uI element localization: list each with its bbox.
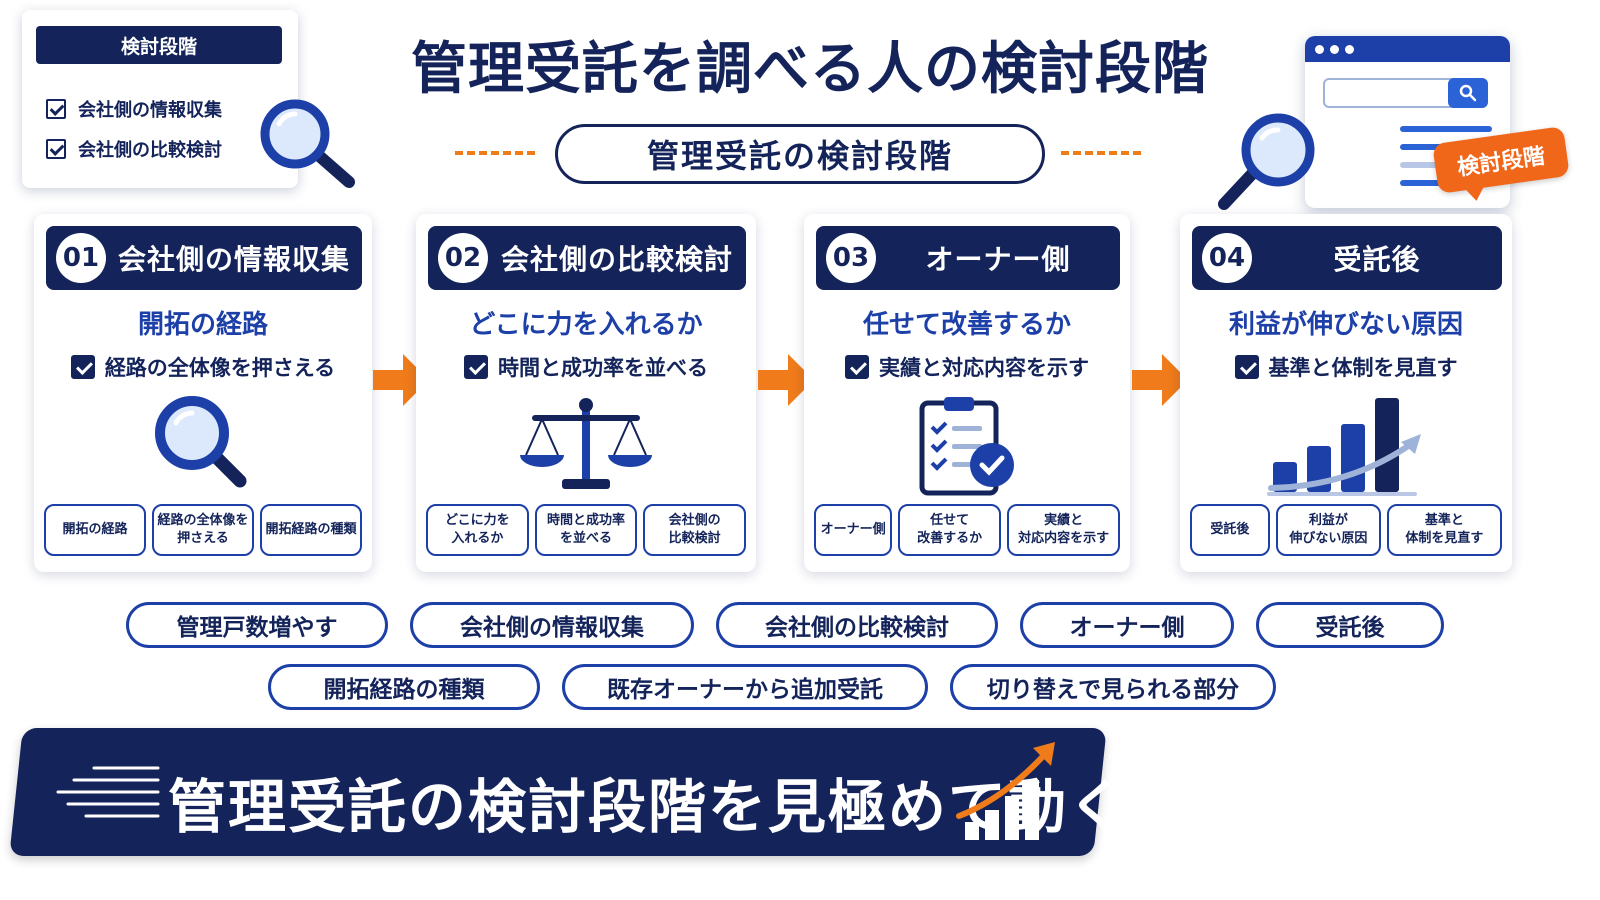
checkbox-icon xyxy=(46,99,66,119)
keyword-pill: 管理戸数増やす xyxy=(126,602,388,648)
keyword-pill: 会社側の情報収集 xyxy=(410,602,694,648)
checkbox-icon xyxy=(46,139,66,159)
arrow-right-icon xyxy=(1132,354,1188,406)
step-tags: どこに力を 入れるか 時間と成功率 を並べる 会社側の 比較検討 xyxy=(426,504,747,556)
scales-icon xyxy=(520,398,652,489)
speed-lines-icon xyxy=(56,766,160,818)
step-check: 経路の全体像を押さえる xyxy=(34,352,372,382)
step-tags: 受託後 利益が 伸びない原因 基準と 体制を見直す xyxy=(1190,504,1502,556)
step-number: 03 xyxy=(826,233,876,283)
step-tags: オーナー側 任せて 改善するか 実績と 対応内容を示す xyxy=(814,504,1120,556)
step-card-3: 03 オーナー側 任せて改善するか 実績と対応内容を示す オーナー側 任せて 改… xyxy=(804,214,1130,572)
step-illustration xyxy=(804,390,1130,500)
stage-checklist-item: 会社側の情報収集 xyxy=(46,96,222,122)
keyword-pill: 開拓経路の種類 xyxy=(268,664,540,710)
magnifier-icon xyxy=(155,396,247,488)
magnifier-icon xyxy=(260,99,355,188)
window-dot-icon xyxy=(1330,44,1339,54)
bar-growth-icon xyxy=(1267,398,1421,496)
search-icon xyxy=(1448,78,1488,108)
step-subheading: 利益が伸びない原因 xyxy=(1228,310,1463,340)
step-tag: 任せて 改善するか xyxy=(898,504,1002,556)
magnifier-icon xyxy=(1218,113,1315,210)
step-tag: 基準と 体制を見直す xyxy=(1386,504,1502,556)
step-tag: 利益が 伸びない原因 xyxy=(1275,504,1381,556)
step-check: 実績と対応内容を示す xyxy=(804,352,1130,382)
text-line xyxy=(1400,126,1492,132)
step-tag: どこに力を 入れるか xyxy=(426,504,529,556)
browser-titlebar xyxy=(1305,36,1510,62)
window-dot-icon xyxy=(1345,44,1354,54)
step-tag: 会社側の 比較検討 xyxy=(643,504,747,556)
step-card-2: 02 会社側の比較検討 どこに力を入れるか 時間と成功率を並べる どこに力を 入… xyxy=(416,214,756,572)
keyword-pill: 切り替えで見られる部分 xyxy=(950,664,1276,710)
step-tag: 開拓経路の種類 xyxy=(260,504,362,556)
step-tag: 実績と 対応内容を示す xyxy=(1007,504,1120,556)
step-illustration xyxy=(416,390,756,500)
step-number: 01 xyxy=(56,233,106,283)
checkbox-icon xyxy=(464,355,488,379)
window-dot-icon xyxy=(1315,44,1324,54)
arrow-right-icon xyxy=(758,354,814,406)
step-header: 04 受託後 xyxy=(1192,226,1502,290)
growth-arrow-icon xyxy=(956,742,1055,840)
step-tag: オーナー側 xyxy=(814,504,893,556)
step-tag: 受託後 xyxy=(1190,504,1270,556)
browser-search-field xyxy=(1323,78,1488,108)
divider xyxy=(455,151,535,155)
keyword-pill: 既存オーナーから追加受託 xyxy=(562,664,928,710)
step-tags: 開拓の経路 経路の全体像を 押さえる 開拓経路の種類 xyxy=(44,504,362,556)
step-card-4: 04 受託後 利益が伸びない原因 基準と体制を見直す 受託後 利益が 伸びない原… xyxy=(1180,214,1512,572)
step-subheading: 任せて改善するか xyxy=(862,310,1071,340)
stage-checklist-card: 検討段階 会社側の情報収集 会社側の比較検討 xyxy=(22,10,298,188)
subtitle-group: 管理受託の検討段階 xyxy=(455,124,1145,184)
arrow-right-icon xyxy=(373,354,429,406)
checkbox-icon xyxy=(70,355,95,379)
divider xyxy=(1061,151,1141,155)
page-title: 管理受託を調べる人の検討段階 xyxy=(411,37,1209,102)
subtitle-pill: 管理受託の検討段階 xyxy=(555,124,1045,184)
step-heading: 会社側の情報収集 xyxy=(117,243,350,276)
stage-checklist-header: 検討段階 xyxy=(36,26,282,64)
step-heading: オーナー側 xyxy=(925,243,1071,276)
step-heading: 受託後 xyxy=(1333,243,1421,276)
step-check: 基準と体制を見直す xyxy=(1180,352,1512,382)
step-heading: 会社側の比較検討 xyxy=(500,243,733,276)
step-header: 03 オーナー側 xyxy=(816,226,1120,290)
step-tag: 時間と成功率 を並べる xyxy=(534,504,638,556)
clipboard-check-icon xyxy=(919,397,1014,496)
step-illustration xyxy=(34,390,372,500)
step-subheading: 開拓の経路 xyxy=(137,310,268,340)
step-card-1: 01 会社側の情報収集 開拓の経路 経路の全体像を押さえる 開拓の経路 経路の全… xyxy=(34,214,372,572)
checkbox-icon xyxy=(1234,355,1259,379)
step-subheading: どこに力を入れるか xyxy=(469,310,703,340)
step-number: 04 xyxy=(1202,233,1252,283)
step-header: 01 会社側の情報収集 xyxy=(46,226,362,290)
step-number: 02 xyxy=(438,233,488,283)
step-tag: 開拓の経路 xyxy=(44,504,146,556)
step-tag: 経路の全体像を 押さえる xyxy=(152,504,254,556)
checkbox-icon xyxy=(845,355,869,379)
keyword-pill: 受託後 xyxy=(1256,602,1444,648)
stage-checklist-item: 会社側の比較検討 xyxy=(46,136,222,162)
keyword-pill: オーナー側 xyxy=(1020,602,1234,648)
keyword-pill: 会社側の比較検討 xyxy=(716,602,998,648)
step-illustration xyxy=(1180,390,1512,500)
step-header: 02 会社側の比較検討 xyxy=(428,226,746,290)
step-check: 時間と成功率を並べる xyxy=(416,352,756,382)
